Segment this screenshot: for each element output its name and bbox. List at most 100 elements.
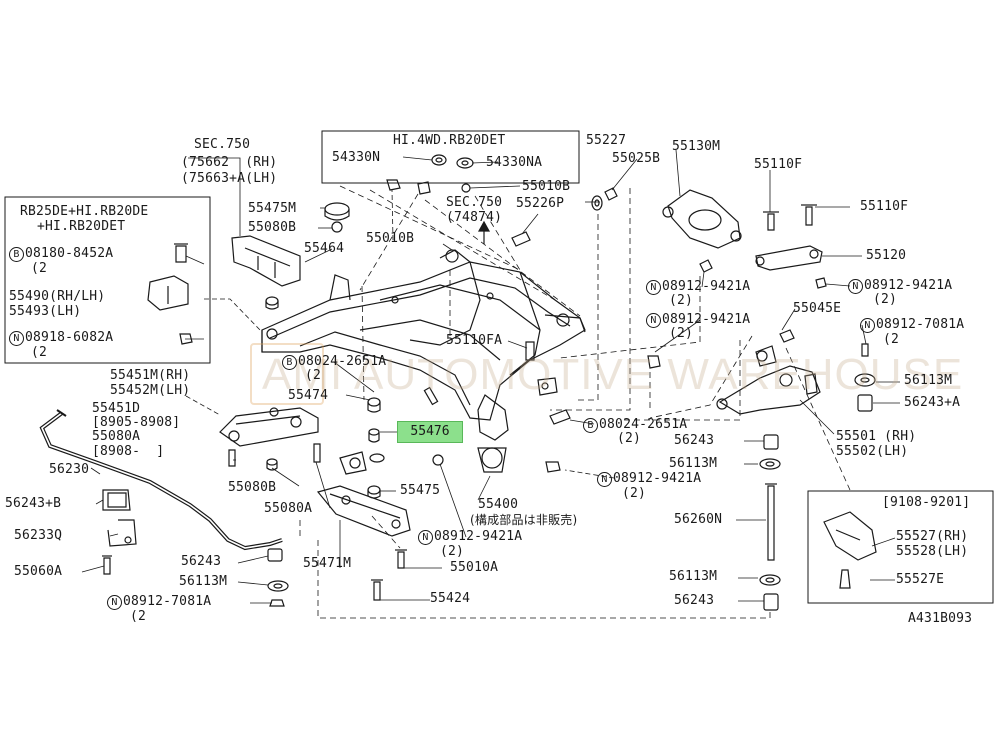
part-55475[interactable]: 55475 <box>400 483 441 498</box>
part-55080b-bot[interactable]: 55080B <box>228 480 277 495</box>
label-qty-b: (2 <box>31 345 48 360</box>
inset-part-55527 <box>823 511 877 589</box>
part-55130m[interactable]: 55130M <box>672 139 721 154</box>
part-55060a[interactable]: 55060A <box>14 564 63 579</box>
part-56243b[interactable]: 56243+B <box>5 496 62 511</box>
part-55527rh[interactable]: 55527(RH) <box>896 529 969 544</box>
link-55471m <box>316 485 411 537</box>
part-56230[interactable]: 56230 <box>49 462 90 477</box>
label-75662: (75662 (RH) <box>181 155 278 170</box>
part-55400[interactable]: 55400 <box>478 497 519 512</box>
label-sec750-mid: SEC.750 <box>446 195 503 210</box>
part-55227[interactable]: 55227 <box>586 133 627 148</box>
label-qty-g: (2 <box>305 368 322 383</box>
part-55110f-a[interactable]: 55110F <box>754 157 803 172</box>
watermark-logo <box>250 343 324 405</box>
upper-arm-55130m <box>662 189 742 249</box>
part-56113m-l[interactable]: 56113M <box>179 574 228 589</box>
label-qty-k: (2 <box>130 609 147 624</box>
label-rb25de-1: RB25DE+HI.RB20DE <box>20 204 149 219</box>
nut-marker: N <box>860 318 875 333</box>
part-55080a-b[interactable]: 55080A <box>264 501 313 516</box>
part-55226p[interactable]: 55226P <box>516 196 565 211</box>
part-55045e[interactable]: 55045E <box>793 301 842 316</box>
part-54330n[interactable]: 54330N <box>332 150 381 165</box>
label-hi4wd: HI.4WD.RB20DET <box>393 133 506 148</box>
part-55452m[interactable]: 55452M(LH) <box>110 383 191 398</box>
part-55010b-b[interactable]: 55010B <box>366 231 415 246</box>
part-55476-highlighted[interactable]: 55476 <box>397 421 463 443</box>
part-55475m-top[interactable]: 55475M <box>248 201 297 216</box>
part-55110f-b[interactable]: 55110F <box>860 199 909 214</box>
part-55464[interactable]: 55464 <box>304 241 345 256</box>
nut-marker: N <box>646 280 661 295</box>
nut-marker: N <box>9 331 24 346</box>
label-qty-h: (2) <box>617 431 642 446</box>
bolt-marker: B <box>583 418 598 433</box>
suspension-member <box>261 249 586 473</box>
part-55010b-a[interactable]: 55010B <box>522 179 571 194</box>
part-54330na[interactable]: 54330NA <box>486 155 543 170</box>
part-56243-l[interactable]: 56243 <box>181 554 222 569</box>
lateral-link-55451 <box>219 407 319 447</box>
label-75663: (75663+A(LH) <box>181 171 278 186</box>
part-55527e[interactable]: 55527E <box>896 572 945 587</box>
part-55493[interactable]: 55493(LH) <box>9 304 82 319</box>
part-56243a[interactable]: 56243+A <box>904 395 961 410</box>
lower-arm-55501 <box>716 345 821 415</box>
part-55490[interactable]: 55490(RH/LH) <box>9 289 106 304</box>
part-56113m-r1[interactable]: 56113M <box>904 373 953 388</box>
label-qty-e: (2) <box>873 292 898 307</box>
bolt-marker: B <box>282 355 297 370</box>
part-55080a-a[interactable]: 55080A <box>92 429 141 444</box>
part-55424[interactable]: 55424 <box>430 591 471 606</box>
part-55451m[interactable]: 55451M(RH) <box>110 368 191 383</box>
label-range-9108: [9108-9201] <box>882 495 971 510</box>
part-56243-r1[interactable]: 56243 <box>674 433 715 448</box>
part-55120[interactable]: 55120 <box>866 248 907 263</box>
part-55471m[interactable]: 55471M <box>303 556 352 571</box>
diagram-code: A431B093 <box>908 611 973 626</box>
nut-marker: N <box>597 472 612 487</box>
part-55528lh[interactable]: 55528(LH) <box>896 544 969 559</box>
part-55110fa[interactable]: 55110FA <box>446 333 503 348</box>
label-range-8905: [8905-8908] <box>92 415 181 430</box>
nut-marker: N <box>418 530 433 545</box>
nut-marker: N <box>646 313 661 328</box>
part-55080b-top[interactable]: 55080B <box>248 220 297 235</box>
part-55502[interactable]: 55502(LH) <box>836 444 909 459</box>
label-rb25de-2: +HI.RB20DET <box>37 219 126 234</box>
label-74874: (74874) <box>446 210 503 225</box>
part-56243-r2[interactable]: 56243 <box>674 593 715 608</box>
part-56113m-r2[interactable]: 56113M <box>669 456 718 471</box>
label-sec750-top: SEC.750 <box>194 137 251 152</box>
part-55451d[interactable]: 55451D <box>92 401 141 416</box>
link-55120 <box>755 245 823 271</box>
note-not-sold-separately: (構成部品は非販売) <box>470 513 578 527</box>
bracket-75662 <box>231 235 301 287</box>
label-qty-a: (2 <box>31 261 48 276</box>
part-56260n[interactable]: 56260N <box>674 512 723 527</box>
stabilizer-bar <box>39 409 283 551</box>
part-55474[interactable]: 55474 <box>288 388 329 403</box>
part-56233q[interactable]: 56233Q <box>14 528 63 543</box>
part-55025b[interactable]: 55025B <box>612 151 661 166</box>
watermark-text: AMI AUTOMOTIVE WAREHOUSE <box>262 350 964 399</box>
part-56113m-r3[interactable]: 56113M <box>669 569 718 584</box>
part-55010a[interactable]: 55010A <box>450 560 499 575</box>
label-qty-f: (2 <box>883 332 900 347</box>
part-55501[interactable]: 55501 (RH) <box>836 429 917 444</box>
